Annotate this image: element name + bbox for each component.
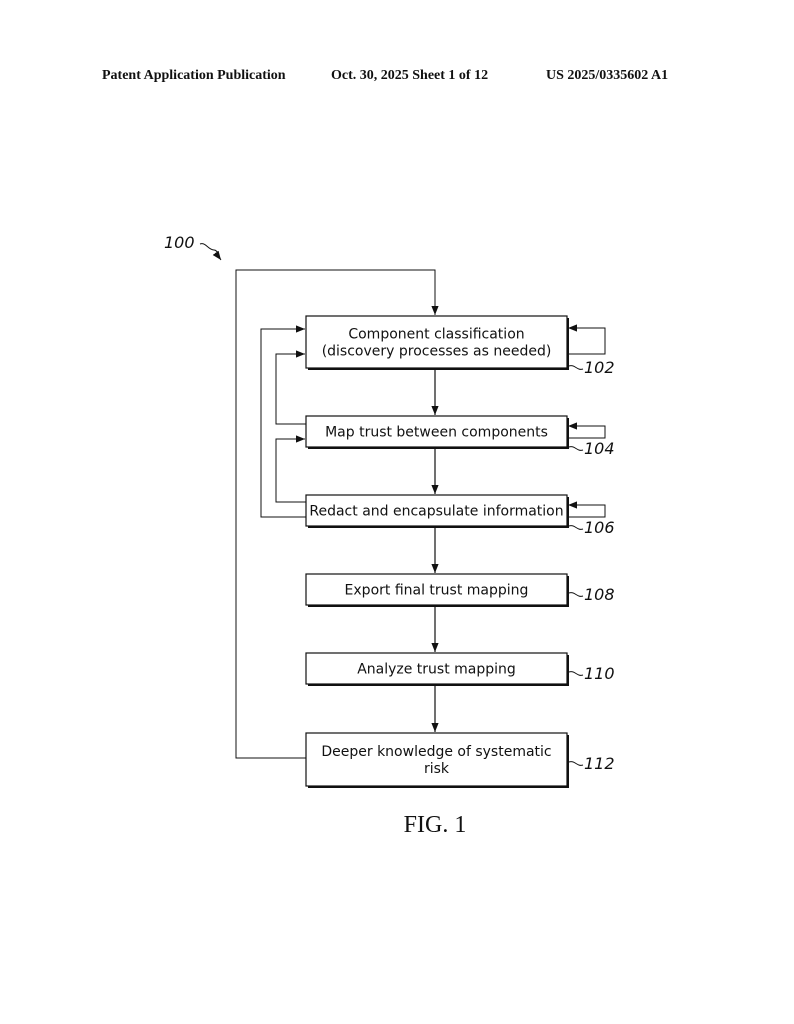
patent-header: Patent Application Publication Oct. 30, …: [0, 68, 794, 88]
ref-number-110: 110: [584, 664, 615, 683]
figure-ref-leader: [199, 243, 222, 261]
ref-number-102: 102: [584, 358, 615, 377]
ref-number-104: 104: [584, 439, 615, 458]
feedback-112-102: [235, 269, 439, 759]
step-text: Analyze trust mapping: [357, 662, 516, 678]
box-outline: [305, 652, 568, 685]
publication-number: US 2025/0335602 A1: [546, 68, 669, 83]
self-loop-106: [568, 501, 606, 518]
ref-leader-108: [568, 592, 584, 597]
feedback-104-102: [275, 350, 306, 425]
step-box-108: Export final trust mapping: [305, 573, 569, 607]
step-box-104: Map trust between components: [305, 415, 569, 449]
box-outline: [305, 315, 568, 369]
box-outline: [305, 573, 568, 606]
ref-number-112: 112: [584, 754, 615, 773]
date-sheet: Oct. 30, 2025 Sheet 1 of 12: [331, 68, 489, 83]
step-text: Deeper knowledge of systematic: [321, 744, 551, 760]
step-refs: 102 104 106 108 110 112: [568, 358, 615, 773]
ref-number-108: 108: [584, 585, 615, 604]
step-text: Component classification: [348, 327, 524, 343]
box-outline: [305, 494, 568, 527]
ref-leader-112: [568, 761, 584, 766]
box-outline: [305, 732, 568, 787]
box-outline: [305, 415, 568, 448]
ref-leader-104: [568, 446, 584, 451]
step-text: Map trust between components: [325, 425, 548, 441]
step-boxes: Component classification(discovery proce…: [305, 315, 569, 788]
ref-leader-102: [568, 365, 584, 370]
step-text: risk: [424, 761, 450, 777]
step-text: Redact and encapsulate information: [309, 504, 563, 520]
self-loop-arrows: [568, 324, 606, 518]
step-text: Export final trust mapping: [345, 583, 529, 599]
self-loop-102: [568, 324, 606, 355]
self-loop-104: [568, 422, 606, 439]
figure-ref: 100: [164, 233, 195, 252]
feedback-106-104: [275, 435, 306, 503]
feedback-106-102: [260, 325, 306, 518]
feedback-arrows: [235, 269, 439, 759]
step-box-106: Redact and encapsulate information: [305, 494, 569, 528]
ref-number-106: 106: [584, 518, 615, 537]
step-box-110: Analyze trust mapping: [305, 652, 569, 686]
figure-label: FIG. 1: [403, 812, 467, 838]
ref-leader-106: [568, 525, 584, 530]
ref-leader-110: [568, 671, 584, 676]
step-text: (discovery processes as needed): [322, 344, 552, 360]
publication-title: Patent Application Publication: [102, 68, 286, 83]
step-box-102: Component classification(discovery proce…: [305, 315, 569, 370]
